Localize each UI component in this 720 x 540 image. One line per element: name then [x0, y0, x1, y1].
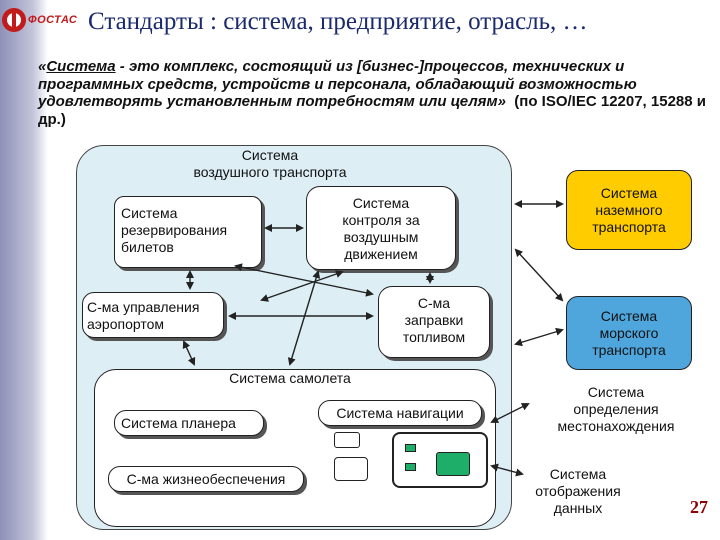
ground-transport-system-box: Система наземного транспорта [566, 170, 692, 250]
logo-text: ФОСТАС [28, 14, 78, 26]
sea-transport-system-box: Система морского транспорта [566, 296, 692, 370]
instrument-panel-small [334, 432, 360, 448]
airframe-system-box: Система планера [114, 410, 264, 436]
left-decor-stripe [0, 0, 48, 540]
life-support-system-box: С-ма жизнеобеспечения [108, 466, 304, 492]
display-screen-icon [436, 452, 470, 476]
arrow-air-sea-lower [514, 327, 564, 347]
booking-system-box: Система резервирования билетов [114, 196, 262, 268]
arrow-atc-aircraft [287, 270, 321, 366]
definition-text: «Система - это комплекс, состоящий из [б… [38, 58, 708, 128]
arrow-display-datadisplay [490, 463, 524, 477]
instrument-panel-medium [334, 457, 368, 481]
slide-title: Стандарты : система, предприятие, отрасл… [88, 8, 588, 35]
page-number: 27 [690, 497, 708, 517]
definition-term: Система [46, 58, 116, 75]
definition-reference: (по ISO/IEC 12207, 15288 и др.) [38, 93, 706, 128]
fueling-system-box: С-ма заправки топливом [378, 286, 490, 358]
display-indicator-1-icon [405, 444, 416, 452]
logo-emblem-icon [2, 8, 26, 32]
airport-management-box: С-ма управления аэропортом [82, 292, 224, 338]
definition-quote-open: « [38, 58, 47, 75]
arrow-nav-positioning [490, 403, 530, 423]
definition-body: - это комплекс, состоящий из [бизнес-]пр… [38, 58, 637, 110]
data-display-system-label: Система отображения данных [535, 466, 621, 516]
positioning-system-label: Система определения местонахождения [557, 384, 675, 434]
company-logo: ФОСТАС [2, 4, 77, 36]
air-transport-system-label: Система воздушного транспорта [193, 147, 347, 180]
aircraft-system-label: Система самолета [229, 370, 351, 386]
display-indicator-2-icon [405, 463, 416, 471]
navigation-system-box: Система навигации [318, 400, 482, 426]
air-traffic-control-box: Система контроля за воздушным движением [306, 186, 456, 270]
arrow-air-sea [514, 248, 564, 302]
arrow-airport-aircraft [182, 340, 196, 366]
arrow-booking-fuel [234, 263, 374, 297]
